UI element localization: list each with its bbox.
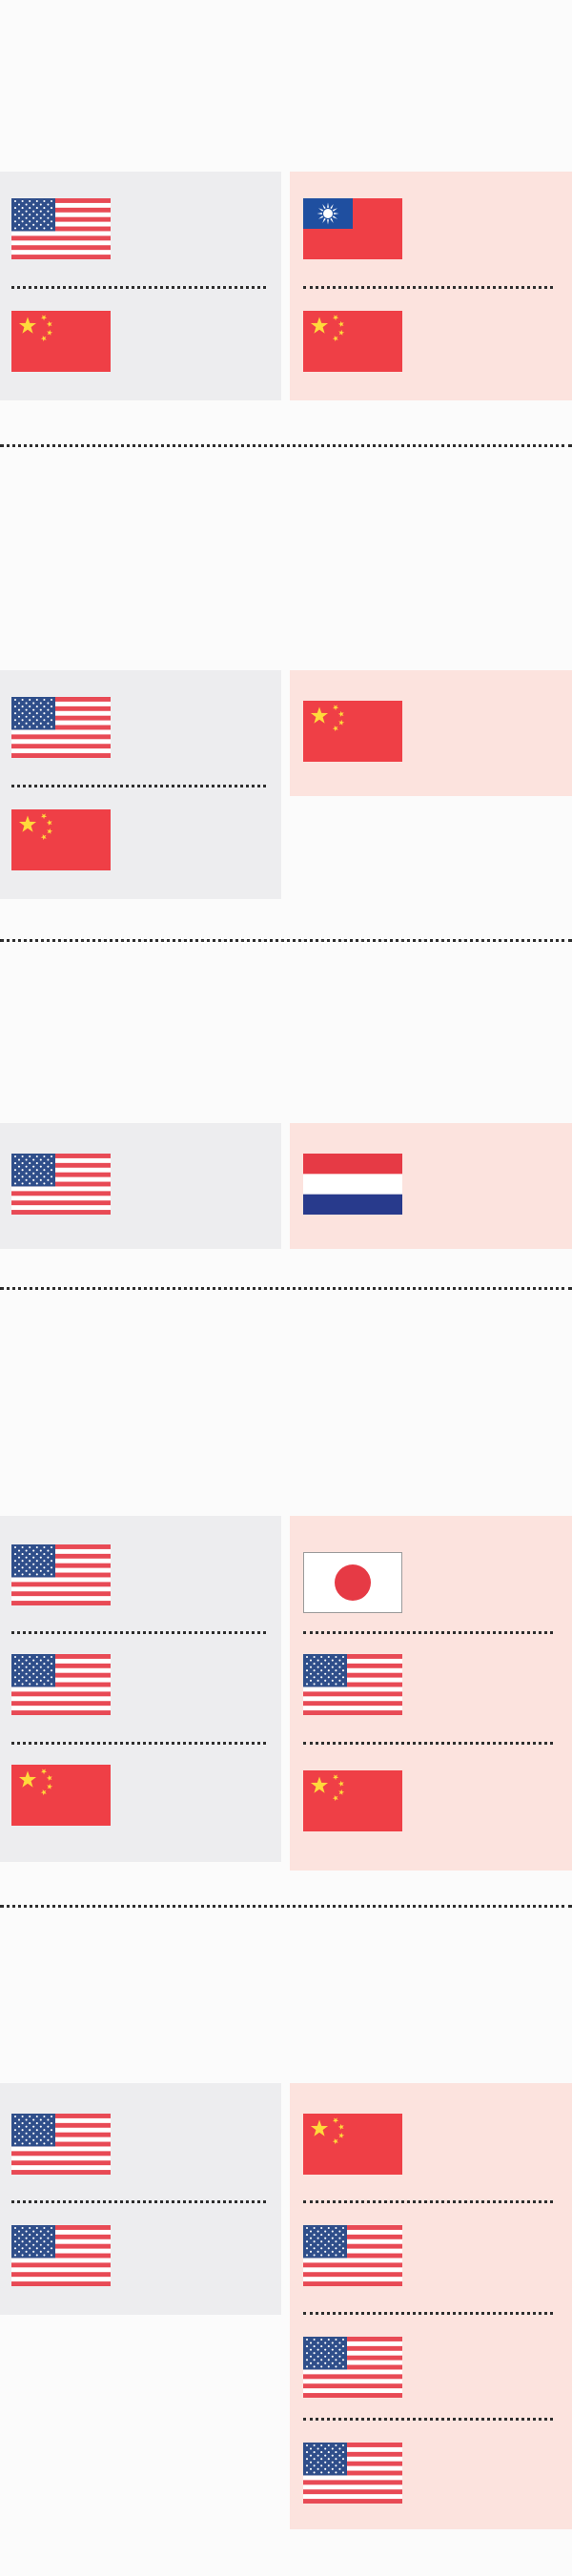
flag-row (290, 1742, 572, 1871)
us-flag-icon (11, 1154, 111, 1215)
comparison-panel-left (0, 1123, 281, 1249)
us-flag-icon (11, 2225, 111, 2286)
us-flag-icon (303, 1654, 402, 1715)
comparison-panel-left (0, 2083, 281, 2315)
us-flag-icon (11, 1654, 111, 1715)
group-divider (0, 1287, 572, 1290)
comparison-panel-right (290, 172, 572, 400)
flag-row (0, 1631, 281, 1742)
flag-row (0, 286, 281, 400)
flag-row (290, 2200, 572, 2312)
china-flag-icon (303, 2114, 402, 2175)
comparison-panel-right (290, 670, 572, 796)
china-flag-icon (303, 1770, 402, 1831)
comparison-panel-right (290, 1123, 572, 1249)
group-divider (0, 939, 572, 942)
china-flag-icon (11, 311, 111, 372)
netherlands-flag-icon (303, 1154, 402, 1215)
flag-row (290, 286, 572, 400)
us-flag-icon (303, 2337, 402, 2398)
flag-row (0, 785, 281, 899)
china-flag-icon (11, 809, 111, 870)
flag-row (0, 1742, 281, 1862)
us-flag-icon (11, 1544, 111, 1605)
japan-flag-icon (303, 1552, 402, 1613)
taiwan-flag-icon (303, 198, 402, 259)
flag-row (290, 1631, 572, 1742)
flag-row (0, 1123, 281, 1249)
comparison-panel-right (290, 2083, 572, 2529)
flag-row (0, 172, 281, 286)
flag-row (290, 670, 572, 796)
flag-row (290, 1516, 572, 1631)
flag-row (290, 1123, 572, 1249)
china-flag-icon (303, 701, 402, 762)
china-flag-icon (11, 1765, 111, 1826)
group-divider (0, 1905, 572, 1908)
us-flag-icon (303, 2225, 402, 2286)
comparison-panel-left (0, 670, 281, 899)
flag-row (290, 172, 572, 286)
group-divider (0, 444, 572, 447)
flag-row (290, 2312, 572, 2418)
china-flag-icon (303, 311, 402, 372)
flag-row (0, 2083, 281, 2200)
flag-row (290, 2083, 572, 2200)
us-flag-icon (11, 198, 111, 259)
comparison-panel-left (0, 172, 281, 400)
flag-row (0, 2200, 281, 2315)
comparison-panel-right (290, 1516, 572, 1871)
comparison-panel-left (0, 1516, 281, 1862)
flag-row (0, 670, 281, 785)
us-flag-icon (11, 2114, 111, 2175)
us-flag-icon (303, 2443, 402, 2504)
flag-row (290, 2418, 572, 2529)
flag-row (0, 1516, 281, 1631)
us-flag-icon (11, 697, 111, 758)
